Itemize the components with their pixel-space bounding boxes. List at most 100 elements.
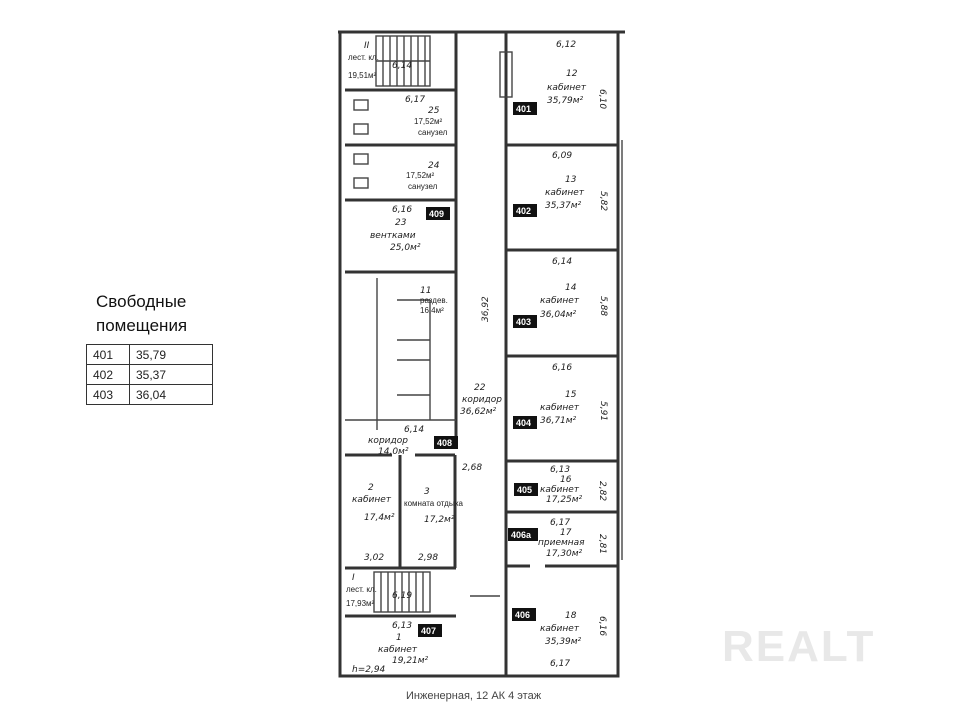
plan-label: 16 (560, 475, 572, 485)
plan-line (353, 99, 369, 111)
plan-label: 406 (515, 610, 530, 620)
plan-label: 406а (511, 530, 532, 540)
plan-label: 25,0м² (390, 243, 421, 253)
plan-label: 6,14 (404, 425, 424, 435)
plan-label: h=2,94 (352, 665, 386, 675)
plan-label: 16,4м² (420, 306, 444, 315)
plan-label: 17,4м² (364, 513, 395, 523)
plan-label: 2 (368, 483, 374, 493)
plan-label: 1 (396, 633, 402, 643)
room-number: 403 (86, 384, 130, 405)
plan-label: кабинет (540, 485, 580, 495)
plan-line (353, 177, 369, 189)
plan-label: 6,17 (550, 659, 570, 669)
plan-label: 25 (428, 106, 440, 116)
plan-line (353, 153, 369, 165)
plan-label: 2,68 (462, 463, 482, 473)
plan-label: I (352, 573, 355, 583)
plan-label: комната отдыха (404, 499, 463, 508)
plan-label: 35,37м² (545, 201, 582, 211)
plan-label: 6,10 (597, 89, 607, 109)
plan-line (426, 207, 450, 220)
plan-label: 6,16 (552, 363, 572, 373)
plan-label: кабинет (545, 188, 585, 198)
plan-line (514, 483, 538, 496)
plan-label: 17,30м² (546, 549, 583, 559)
tag-402: 402 (513, 204, 537, 217)
plan-label: 6,16 (597, 616, 607, 636)
staircase-ii (375, 35, 431, 87)
plan-label: 17 (560, 528, 572, 538)
room-15: 6,16 15 кабинет 36,71м² 5,91 (540, 363, 608, 426)
room-14: 6,14 14 кабинет 36,04м² 5,88 (540, 257, 608, 320)
plan-label: 24 (428, 161, 440, 171)
room-23: 6,16 23 вентками 25,0м² (370, 205, 421, 253)
plan-line (513, 102, 537, 115)
plan-label: 12 (566, 69, 578, 79)
room-25: 6,17 25 17,52м² санузел (405, 95, 448, 137)
plan-label: 6,17 (550, 518, 570, 528)
tag-407: 407 (418, 624, 442, 637)
plan-label: 35,79м² (547, 96, 584, 106)
plan-label: кабинет (352, 495, 392, 505)
room-4-corridor: 6,14 коридор 14,0м² (368, 425, 424, 457)
plan-label: лест. кл. (346, 585, 377, 594)
plan-line (513, 416, 537, 429)
plan-label: 14,0м² (378, 447, 409, 457)
title-line-2: помещения (96, 316, 188, 335)
tag-403: 403 (513, 315, 537, 328)
plan-label: 36,71м² (540, 416, 577, 426)
plan-label: 22 (474, 383, 486, 393)
plan-label: 6,09 (552, 151, 572, 161)
plan-line (513, 315, 537, 328)
plan-label: 6,19 (392, 591, 412, 601)
tag-405: 405 (514, 483, 538, 496)
tag-406: 406 (512, 608, 536, 621)
plan-label: вентками (370, 231, 416, 241)
plan-label: 19,21м² (392, 656, 429, 666)
left-room-walls (345, 88, 456, 618)
plan-label: 2,82 (597, 481, 607, 501)
plan-label: санузел (418, 128, 448, 137)
tag-408: 408 (434, 436, 458, 449)
plan-label: кабинет (540, 296, 580, 306)
room-16: 6,13 16 кабинет 17,25м² 2,82 (540, 465, 607, 505)
plan-line (512, 608, 536, 621)
plan-label: кабинет (540, 403, 580, 413)
plan-label: 35,39м² (545, 637, 582, 647)
plan-label: 17,93м² (346, 599, 375, 608)
staircase-i (373, 571, 431, 613)
room-24: 24 17,52м² санузел (406, 161, 440, 191)
plan-label: 403 (516, 317, 531, 327)
plan-label: 14 (565, 283, 577, 293)
plan-label: 17,25м² (546, 495, 583, 505)
plan-label: 6,12 (556, 40, 576, 50)
plan-label: 6,17 (405, 95, 425, 105)
room-2: 2 кабинет 17,4м² 3,02 (352, 483, 395, 563)
plan-label: 17,52м² (406, 171, 435, 180)
plan-line (434, 436, 458, 449)
title-line-1: Свободные (96, 292, 187, 311)
plan-label: кабинет (378, 645, 418, 655)
plan-label: 17,2м² (424, 515, 455, 525)
plan-line (353, 123, 369, 135)
plan-label: раздев. (420, 296, 448, 305)
plan-label: II (364, 41, 370, 51)
plan-label: коридор (368, 436, 408, 446)
room-18: 18 кабинет 35,39м² 6,17 6,16 (540, 611, 607, 669)
tag-404: 404 (513, 416, 537, 429)
plan-label: 404 (516, 418, 531, 428)
plan-label: санузел (408, 182, 438, 191)
plan-label: 402 (516, 206, 531, 216)
room-22-corridor: 22 коридор 36,62м² 36,92 2,68 (460, 296, 502, 473)
plan-line (513, 204, 537, 217)
plan-label: 18 (565, 611, 577, 621)
plan-label: кабинет (540, 624, 580, 634)
room-17: 6,17 17 приемная 17,30м² 2,81 (538, 518, 607, 559)
room-3: 3 комната отдыха 17,2м² 2,98 (404, 487, 463, 563)
realt-watermark: REALT (722, 622, 876, 671)
room-13: 6,09 13 кабинет 35,37м² 5,82 (545, 151, 608, 211)
